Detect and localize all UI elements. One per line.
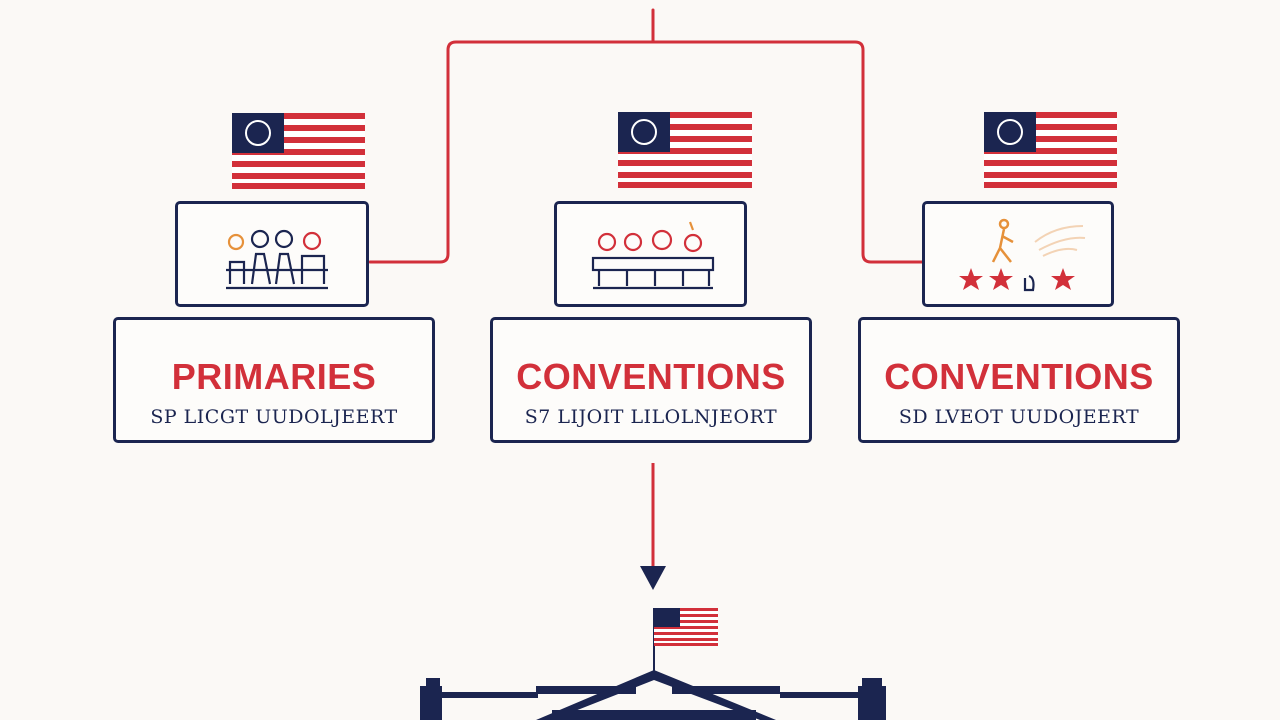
stage-card-conventions: CONVENTIONS S7 LIJOIT LILOLNJEORT: [490, 317, 812, 443]
voters-icon: [226, 229, 328, 290]
stage-title: CONVENTIONS: [884, 356, 1154, 397]
delegates-icon-card: [554, 201, 747, 307]
white-house-icon: [420, 608, 886, 720]
stage-card-conventions-2: CONVENTIONS SD LVEOT UUDOJEERT: [858, 317, 1180, 443]
down-arrow: [640, 463, 666, 590]
candidate-stars-icon: [959, 218, 1086, 292]
flag-icon: [654, 608, 718, 646]
candidate-stars-icon-card: [922, 201, 1114, 307]
stage-subtitle: SP LICGT UUDOLJEERT: [150, 406, 398, 428]
flag-icon: [232, 113, 365, 189]
stage-title: PRIMARIES: [171, 356, 377, 397]
top-bracket-line: [368, 8, 924, 264]
stage-title: CONVENTIONS: [516, 356, 786, 397]
flag-icon: [618, 112, 752, 188]
voters-icon-card: [175, 201, 369, 307]
stage-card-primaries: PRIMARIES SP LICGT UUDOLJEERT: [113, 317, 435, 443]
delegates-icon: [591, 221, 715, 290]
stage-subtitle: S7 LIJOIT LILOLNJEORT: [524, 406, 778, 428]
flag-icon: [984, 112, 1117, 188]
stage-subtitle: SD LVEOT UUDOJEERT: [898, 406, 1140, 428]
